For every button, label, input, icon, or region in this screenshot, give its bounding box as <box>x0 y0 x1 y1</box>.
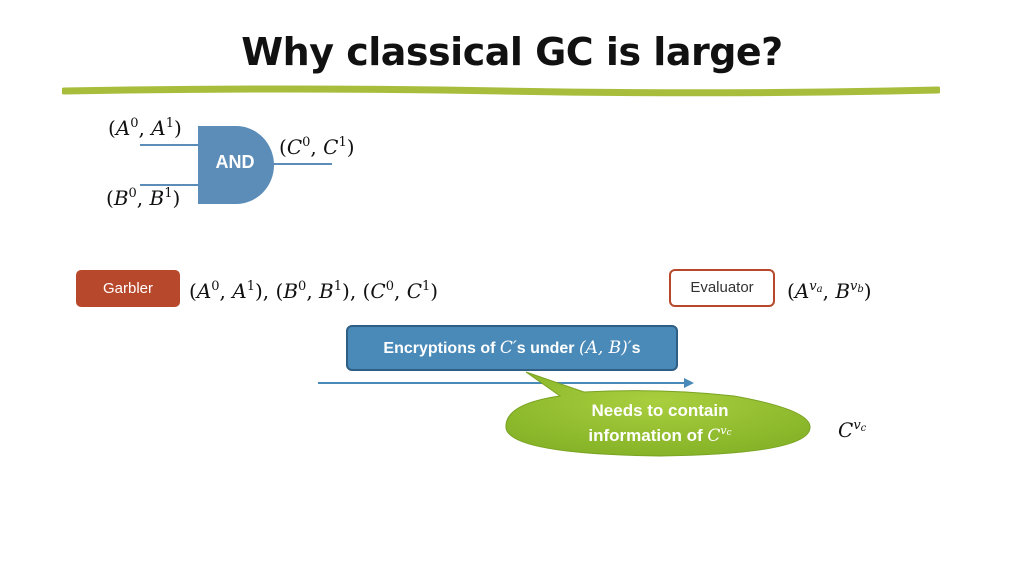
title-underline <box>62 85 940 97</box>
gate-input-wire-b <box>140 184 206 186</box>
evaluator-label: Evaluator <box>669 269 775 307</box>
gate-output-labels: (C0, C1) <box>279 135 355 159</box>
transfer-arrow <box>318 378 694 388</box>
callout-line-1: Needs to contain <box>591 401 729 420</box>
gate-output-wire <box>270 163 332 165</box>
garbler-label: Garbler <box>76 270 180 307</box>
callout-text: Needs to contain information of Cvc <box>540 398 780 449</box>
callout-bubble <box>505 371 811 457</box>
gate-input-a-labels: (A0, A1) <box>108 116 182 140</box>
slide-title: Why classical GC is large? <box>241 30 783 74</box>
gate-input-wire-a <box>140 144 206 146</box>
encryptions-message-box: Encryptions of C′s under (A, B)′s <box>346 325 678 371</box>
garbler-wire-labels: (A0, A1), (B0, B1), (C0, C1) <box>189 279 439 303</box>
callout-line-2: information of Cvc <box>588 424 732 446</box>
evaluator-output-label: Cvc <box>838 418 867 442</box>
gate-input-b-labels: (B0, B1) <box>106 186 181 210</box>
and-gate-shape <box>198 126 274 204</box>
and-gate-label: AND <box>215 152 255 172</box>
evaluator-input-labels: (Ava, Bvb) <box>787 279 872 303</box>
